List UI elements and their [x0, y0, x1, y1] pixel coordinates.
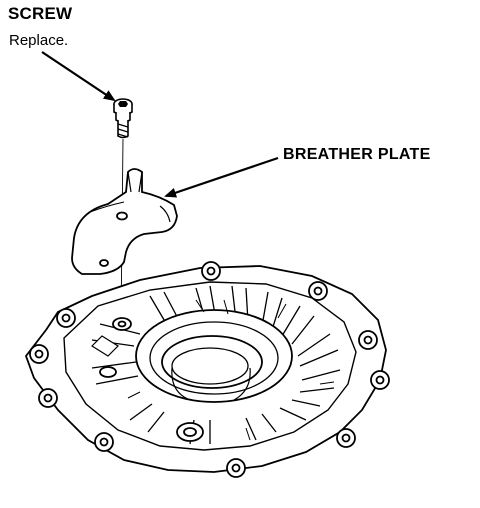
screw-leader-arrow	[41, 51, 116, 102]
breather-plate-leader-arrow	[164, 156, 279, 198]
screw-callout-title: SCREW	[8, 4, 73, 23]
screw-callout-note: Replace.	[9, 32, 69, 49]
screw-part	[113, 98, 133, 139]
breather-plate-part	[71, 168, 178, 275]
breather-plate-callout-title: BREATHER PLATE	[283, 146, 431, 163]
transmission-housing	[24, 261, 390, 478]
